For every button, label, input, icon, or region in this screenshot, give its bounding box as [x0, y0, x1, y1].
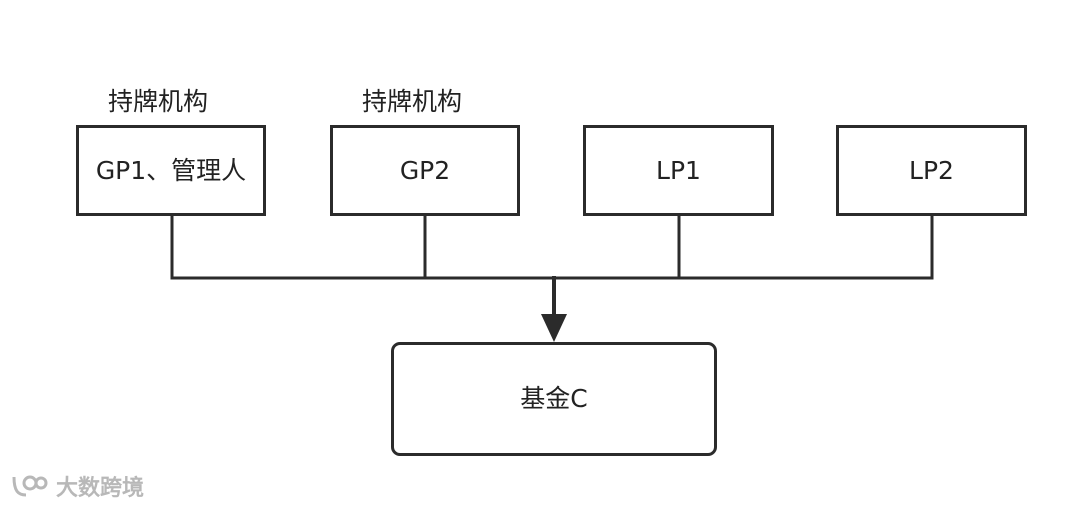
node-gp2: GP2: [330, 125, 520, 216]
node-fund-label: 基金C: [520, 384, 588, 414]
node-lp2-label: LP2: [909, 155, 954, 185]
node-lp1-label: LP1: [656, 155, 701, 185]
node-gp1: GP1、管理人: [76, 125, 266, 216]
node-lp2: LP2: [836, 125, 1027, 216]
node-fund: 基金C: [391, 342, 717, 456]
node-gp2-label: GP2: [399, 155, 451, 185]
watermark: 大数跨境: [10, 470, 144, 502]
node-gp1-label: GP1、管理人: [95, 155, 247, 185]
arrowhead-icon: [541, 314, 567, 342]
gp2-license-label: 持牌机构: [362, 87, 463, 116]
brand-logo-icon: [12, 475, 48, 497]
watermark-text: 大数跨境: [56, 476, 145, 501]
gp1-license-label: 持牌机构: [108, 87, 209, 116]
node-lp1: LP1: [583, 125, 774, 216]
